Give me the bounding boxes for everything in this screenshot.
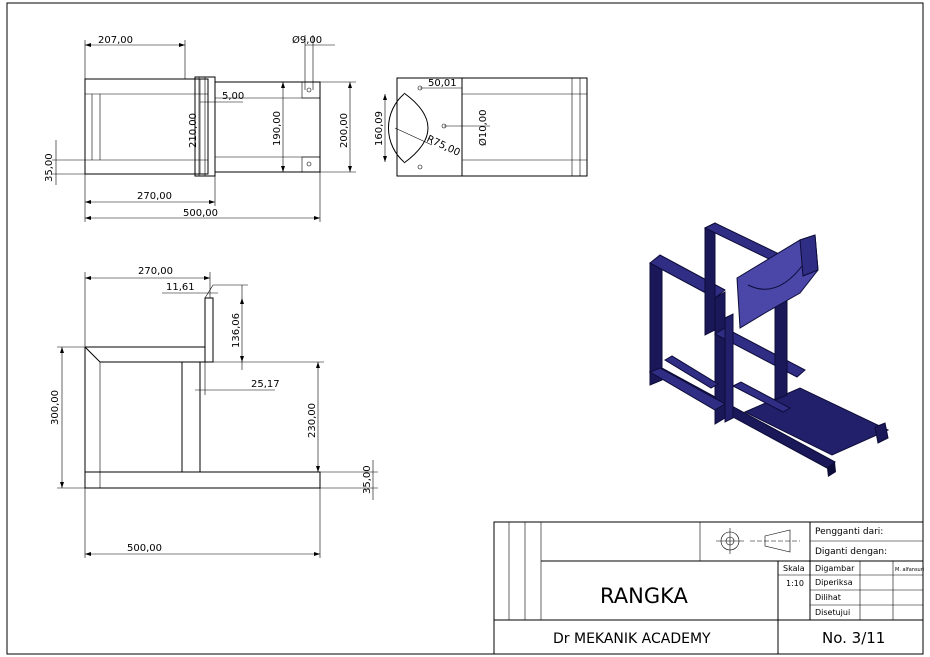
skala-value: 1:10 (786, 579, 804, 588)
dim-50-01: 50,01 (428, 78, 457, 89)
dim-160-09: 160,09 (374, 111, 385, 146)
pengganti-dari-label: Pengganti dari: (815, 527, 883, 537)
dim-dia-9: Ø9,00 (292, 34, 322, 46)
company-name: Dr MEKANIK ACADEMY (553, 631, 711, 647)
dim-300: 300,00 (50, 390, 61, 425)
dim-136-06: 136,06 (231, 313, 242, 348)
isometric-model (648, 222, 890, 477)
dim-500-top: 500,00 (183, 208, 218, 219)
dim-11-61: 11,61 (166, 282, 195, 293)
top-view: 207,00 Ø9,00 5,00 210,00 190,00 200,00 3… (44, 34, 356, 222)
dim-230: 230,00 (307, 403, 318, 438)
dim-35-top: 35,00 (44, 153, 55, 182)
dim-207: 207,00 (98, 35, 133, 46)
dim-210: 210,00 (188, 113, 199, 148)
dim-25-17: 25,17 (251, 379, 280, 390)
disetujui-label: Disetujui (815, 608, 850, 617)
dim-500-side: 500,00 (127, 543, 162, 554)
dim-200: 200,00 (339, 113, 350, 148)
dim-dia-10: Ø10,00 (477, 110, 489, 147)
dim-270-side: 270,00 (138, 266, 173, 277)
diperiksa-label: Diperiksa (815, 578, 853, 587)
drawing-title: RANGKA (600, 584, 688, 608)
digambar-name: M. alfansuri (895, 567, 924, 573)
title-block: Pengganti dari: Diganti dengan: RANGKA S… (493, 521, 924, 655)
dilihat-label: Dilihat (815, 593, 841, 602)
diganti-dengan-label: Diganti dengan: (815, 547, 887, 557)
dim-270-top: 270,00 (137, 191, 172, 202)
dim-35-side: 35,00 (362, 465, 373, 494)
dim-190: 190,00 (272, 111, 283, 146)
digambar-label: Digambar (815, 564, 855, 573)
skala-label: Skala (783, 564, 805, 573)
dim-5: 5,00 (222, 91, 244, 102)
side-view: 270,00 11,61 136,06 25,17 300,00 230,00 … (50, 266, 378, 558)
sheet-number: No. 3/11 (822, 629, 885, 647)
